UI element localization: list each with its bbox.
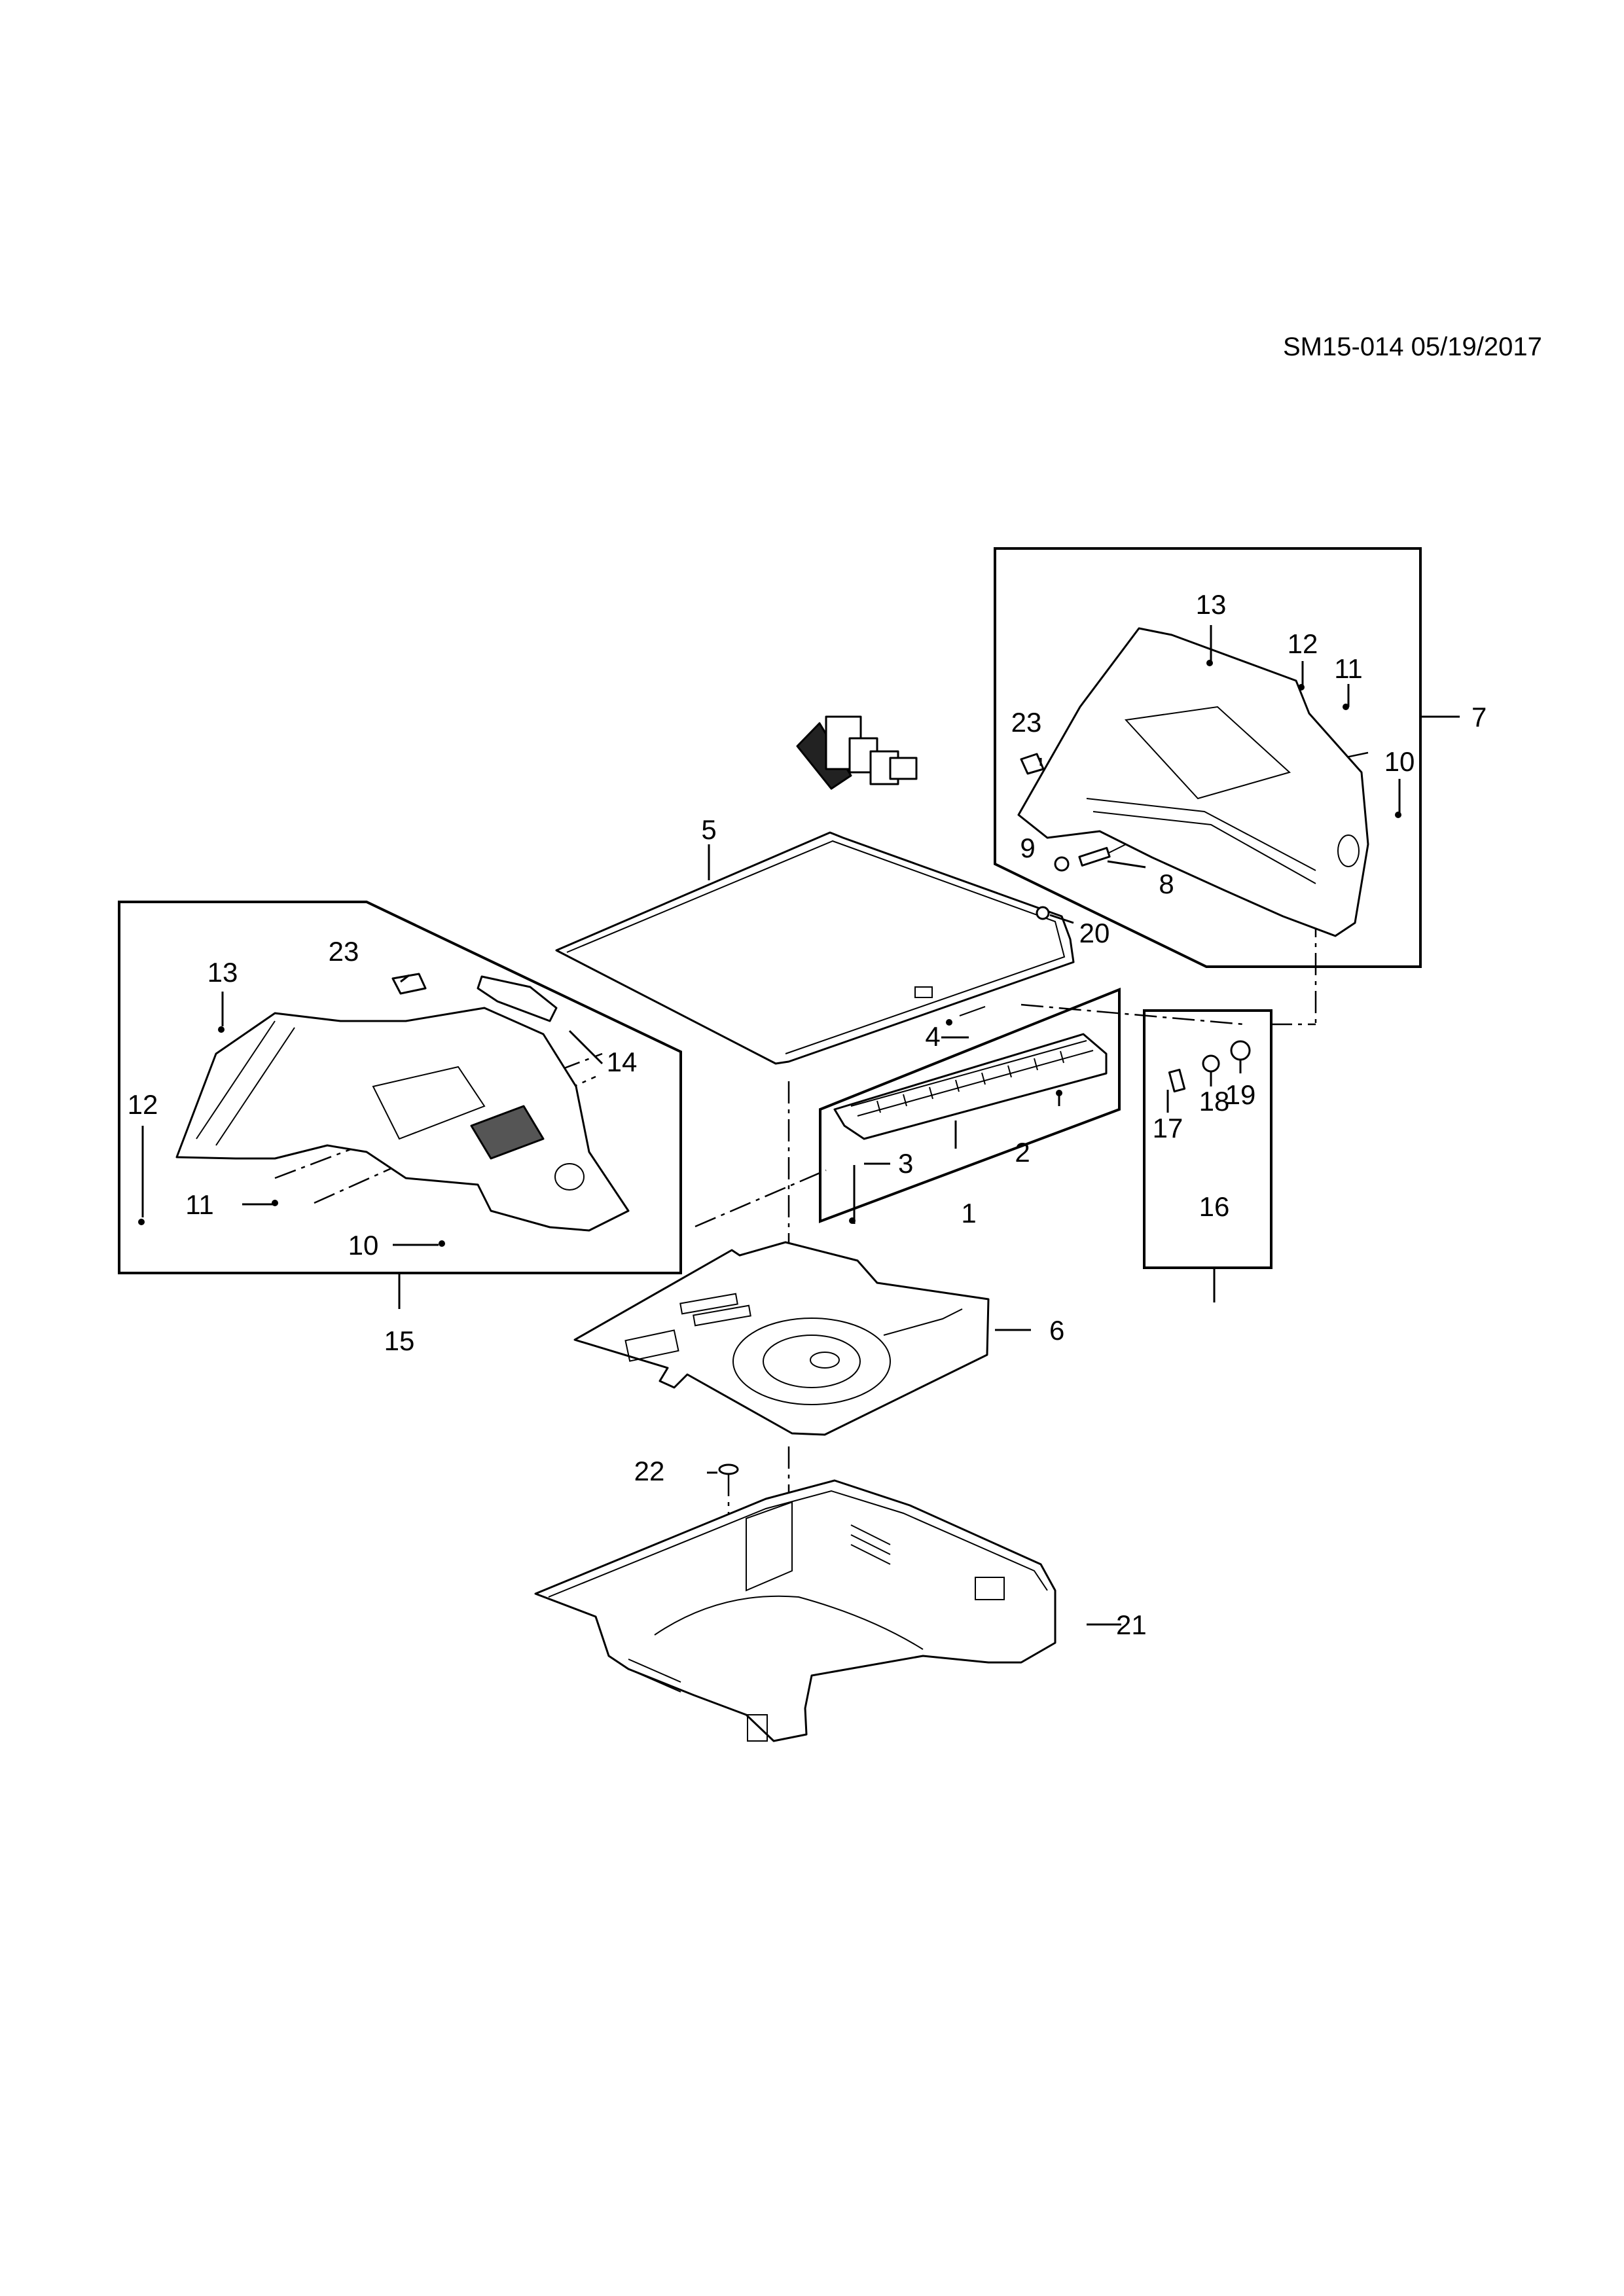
callout-18: 18 xyxy=(1199,1086,1230,1117)
callout-13-left: 13 xyxy=(208,957,238,988)
callout-9: 9 xyxy=(1020,833,1035,863)
callout-20: 20 xyxy=(1079,918,1110,948)
callout-labels: 1 2 3 4 5 6 7 8 9 10 10 11 11 12 12 13 1… xyxy=(128,589,1487,1640)
group-box-16 xyxy=(1143,1009,1272,1269)
callout-17: 17 xyxy=(1153,1113,1183,1143)
group-box-1 xyxy=(819,988,1121,1223)
leader-lines xyxy=(141,625,1460,1626)
callout-11-left: 11 xyxy=(185,1189,214,1220)
group-box-7 xyxy=(994,547,1422,968)
callout-22: 22 xyxy=(634,1456,665,1486)
callout-13-right: 13 xyxy=(1196,589,1227,620)
part-6-floor-carpet xyxy=(573,1241,990,1436)
callout-1: 1 xyxy=(961,1198,976,1229)
callout-14: 14 xyxy=(607,1047,638,1077)
callout-19: 19 xyxy=(1225,1079,1256,1110)
callout-11-right: 11 xyxy=(1334,653,1363,684)
callout-7: 7 xyxy=(1471,702,1487,732)
front-arrow-icon xyxy=(796,715,918,790)
callout-23-left: 23 xyxy=(329,936,359,967)
diagram-reference: SM15-014 05/19/2017 xyxy=(1283,332,1542,361)
callout-15: 15 xyxy=(384,1325,415,1356)
part-7-right-trim-panel xyxy=(1017,627,1369,937)
part-22-screw xyxy=(718,1463,739,1487)
part-20-clip xyxy=(1036,906,1050,920)
callout-8: 8 xyxy=(1159,869,1174,899)
callout-3: 3 xyxy=(898,1148,913,1179)
part-5-load-floor-panel xyxy=(555,831,1075,1065)
callout-4: 4 xyxy=(925,1021,940,1052)
callout-5: 5 xyxy=(701,814,716,845)
part-8-9-fastener-set xyxy=(1054,847,1111,872)
callout-21: 21 xyxy=(1116,1609,1147,1640)
group-box-15 xyxy=(118,901,682,1274)
callout-23-right: 23 xyxy=(1011,707,1042,738)
part-1-sill-plate xyxy=(833,1006,1108,1140)
callout-10-left: 10 xyxy=(348,1230,379,1261)
callout-6: 6 xyxy=(1049,1315,1064,1346)
part-21-storage-tray xyxy=(534,1479,1056,1742)
callout-10-right: 10 xyxy=(1384,746,1415,777)
callout-12-left: 12 xyxy=(128,1089,158,1120)
part-16-hook-set xyxy=(1168,1040,1251,1093)
callout-12-right: 12 xyxy=(1288,628,1318,659)
callout-2: 2 xyxy=(1015,1137,1030,1168)
part-15-left-trim-panel xyxy=(175,973,630,1232)
callout-16: 16 xyxy=(1199,1191,1230,1222)
